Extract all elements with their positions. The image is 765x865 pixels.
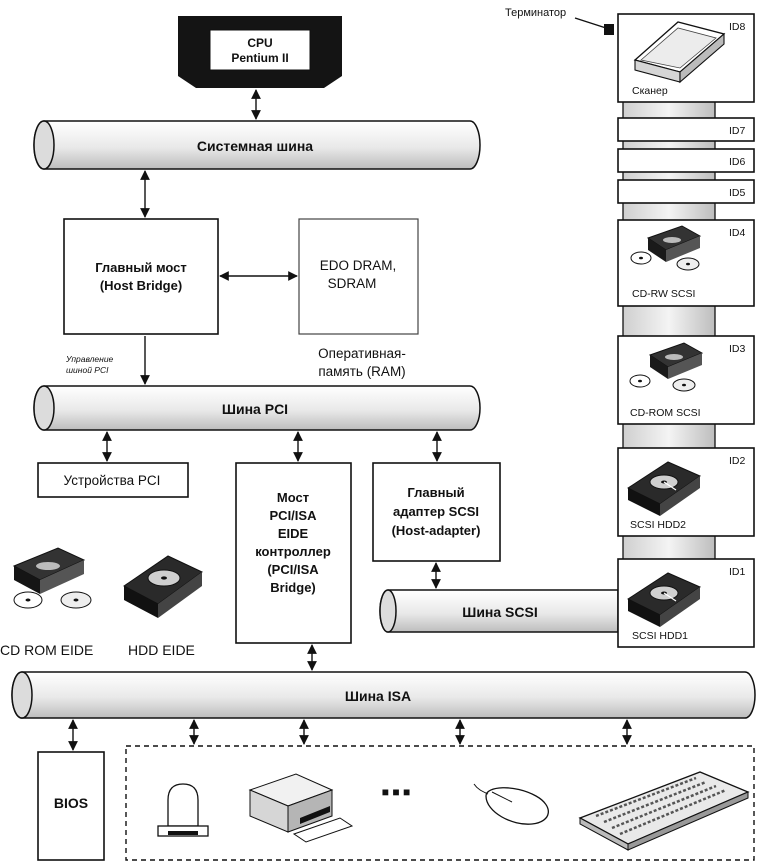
bios-box (37, 751, 105, 861)
pci-isa-bridge-line-6: Bridge) (270, 580, 316, 595)
cd-rom-drive-icon (12, 547, 92, 609)
isa-bus: Шина ISA (11, 671, 756, 719)
hard-disk-icon (123, 555, 203, 618)
cdrw-id: ID4 (729, 227, 746, 239)
terminator-label: Терминатор (505, 7, 566, 19)
host-bridge-label-2: (Host Bridge) (100, 278, 182, 293)
scsi-id6-slot (617, 148, 755, 173)
id6-label: ID6 (729, 156, 746, 168)
hard-disk-icon (626, 461, 702, 516)
pci-bus: Шина PCI (33, 385, 481, 431)
scsi-bus-label: Шина SCSI (462, 604, 537, 620)
hdd1-label: SCSI HDD1 (632, 630, 688, 642)
host-bridge-box (63, 218, 219, 335)
pci-isa-bridge-line-4: контроллер (255, 544, 331, 559)
bios-label: BIOS (54, 795, 88, 811)
system-bus: Системная шина (33, 120, 481, 170)
ram-label-2: SDRAM (328, 276, 377, 291)
terminator-block (604, 24, 614, 35)
cpu-label-1: CPU (247, 36, 272, 50)
pci-isa-bridge-line-2: PCI/ISA (270, 508, 318, 523)
mouse-icon (473, 783, 549, 825)
ram-box (298, 218, 419, 335)
ram-label-1: EDO DRAM, (320, 258, 397, 273)
hdd2-id: ID2 (729, 455, 746, 467)
hard-disk-icon (626, 572, 702, 627)
pci-devices-box (37, 462, 189, 498)
pci-control-label-1: Управление (65, 354, 114, 364)
hdd2-label: SCSI HDD2 (630, 519, 686, 531)
hdd-eide-label: HDD EIDE (128, 642, 195, 658)
cd-rom-drive-icon (629, 342, 704, 392)
cdrom-eide-label: CD ROM EIDE (0, 642, 93, 658)
scsi-id5-slot (617, 179, 755, 204)
hdd1-id: ID1 (729, 566, 746, 578)
printer-icon (248, 773, 354, 843)
host-bridge-label-1: Главный мост (95, 260, 187, 275)
id5-label: ID5 (729, 187, 746, 199)
scsi-id7-slot (617, 117, 755, 142)
pci-isa-bridge-line-1: Мост (277, 490, 309, 505)
ram-caption-2: память (RAM) (318, 364, 405, 379)
id7-label: ID7 (729, 125, 746, 137)
keyboard-icon (578, 771, 750, 851)
pci-devices-label: Устройства PCI (64, 473, 161, 488)
isa-bus-label: Шина ISA (345, 688, 411, 704)
scsi-adapter-box (372, 462, 501, 562)
cdrw-label: CD-RW SCSI (632, 288, 695, 300)
terminator-pointer (574, 17, 607, 29)
system-bus-label: Системная шина (197, 138, 313, 154)
scanner-label: Сканер (632, 85, 668, 97)
scanner-icon (633, 21, 726, 84)
pci-isa-bridge-line-5: (PCI/ISA (267, 562, 319, 577)
pci-bus-label: Шина PCI (222, 401, 288, 417)
cpu-label-2: Pentium II (231, 51, 288, 65)
scsi-adapter-line-3: (Host-adapter) (392, 523, 481, 538)
isa-peripherals-area (125, 745, 755, 861)
pci-isa-bridge-line-3: EIDE (278, 526, 309, 541)
ram-caption-1: Оперативная- (318, 346, 406, 361)
cdrom-id: ID3 (729, 343, 746, 355)
peripherals-ellipsis: ■ ■ ■ (382, 785, 410, 799)
cdrom-label: CD-ROM SCSI (630, 407, 701, 419)
scsi-adapter-line-1: Главный (407, 485, 464, 500)
bell-device-icon (157, 783, 209, 837)
scanner-id: ID8 (729, 21, 746, 33)
cpu-box: CPU Pentium II (178, 16, 342, 88)
pci-isa-bridge-box (235, 462, 352, 644)
cd-rw-drive-icon (630, 225, 702, 271)
scsi-adapter-line-2: адаптер SCSI (393, 504, 479, 519)
pci-control-label-2: шиной PCI (66, 365, 109, 375)
